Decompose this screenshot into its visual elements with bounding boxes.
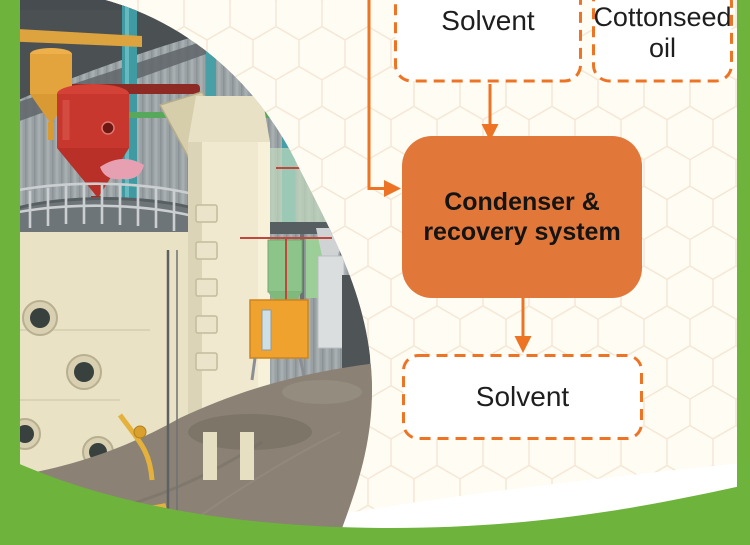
teal-column: [206, 0, 216, 110]
yellow-funnel-stem: [48, 122, 54, 140]
green-left-bar: [0, 0, 20, 490]
pump-red-cap: [148, 232, 156, 240]
thin-red-pipes-upper: [276, 167, 362, 216]
white-bottom-curve: [290, 462, 750, 545]
column-flare: [188, 96, 270, 142]
column-highlight: [258, 142, 270, 442]
concrete-floor: [0, 362, 372, 545]
tank-shade: [0, 232, 13, 466]
yellow-valve: [133, 425, 147, 439]
roof-beam: [0, 0, 312, 108]
floor-streak-2: [159, 431, 341, 545]
pump-base: [140, 270, 180, 278]
tank-seams: [0, 329, 150, 401]
roof-beam-2: [0, 12, 312, 128]
red-tank-stem: [91, 196, 103, 220]
floor-stain: [188, 414, 312, 450]
platform-railing: [0, 182, 225, 240]
teal-pipe: [122, 0, 137, 258]
solvent-bottom-label: Solvent: [475, 381, 570, 412]
red-tank-porthole: [101, 121, 115, 135]
conveyor-chute: [158, 91, 236, 165]
teal-pipe-highlight: [125, 0, 129, 258]
column-shade: [188, 142, 202, 442]
red-tank-top: [57, 84, 129, 104]
green-bottom-band: [0, 455, 750, 545]
blue-pump: [146, 240, 173, 261]
arrowhead-down-icon: [514, 336, 532, 353]
cabinet-sight-glass: [261, 309, 272, 351]
red-pipe: [58, 84, 200, 94]
column-leg-left: [203, 432, 217, 480]
tank-portholes: [9, 300, 114, 468]
red-tank-cone: [57, 148, 129, 198]
dark-pillar: [342, 275, 370, 370]
red-tank-body: [57, 94, 129, 148]
roof-edge: [0, 0, 372, 10]
cyclone-cone: [316, 228, 344, 256]
green-tank-small: [306, 238, 332, 298]
yellow-floor-pipe: [16, 467, 167, 513]
yellow-pipe-riser: [117, 413, 155, 481]
photo-content: [0, 0, 372, 545]
floor-streak: [59, 440, 263, 524]
walkway-legs: [260, 234, 344, 300]
thin-red-pipes: [240, 237, 332, 300]
column-leg-right: [240, 432, 254, 480]
condenser-label: Condenser & recovery system: [423, 188, 621, 246]
platform-deck: [0, 200, 218, 252]
cabinet-legs: [250, 357, 307, 381]
yellow-overhead-pipe: [0, 28, 142, 47]
green-cone-tank: [267, 239, 303, 293]
blue-pump-motor: [150, 255, 168, 273]
cottonseed-oil-label: Cottonseed oil: [593, 2, 732, 63]
yellow-funnel-top: [30, 48, 72, 60]
yellow-funnel-body: [30, 54, 72, 94]
walkway: [246, 222, 372, 234]
corrugated-wall: [0, 0, 372, 400]
arrow-elbow-icon: [367, 0, 385, 190]
floor-patch: [282, 380, 362, 404]
pink-part: [100, 158, 144, 180]
cream-tank-body: [0, 232, 226, 486]
green-tank-cone: [268, 292, 302, 316]
column-hatches: [195, 204, 218, 371]
column-body: [188, 142, 270, 442]
arrowhead-right-icon: [384, 180, 401, 197]
back-panel: [264, 148, 372, 224]
yellow-cabinet: [249, 299, 309, 359]
teal-pipe-right: [282, 92, 295, 232]
silver-cylinder: [317, 255, 345, 349]
platform-rim: [0, 197, 227, 259]
green-right-bar: [737, 0, 750, 545]
green-pipe: [122, 112, 304, 118]
solvent-top-label: Solvent: [441, 5, 535, 36]
yellow-funnel-cone: [30, 94, 72, 124]
